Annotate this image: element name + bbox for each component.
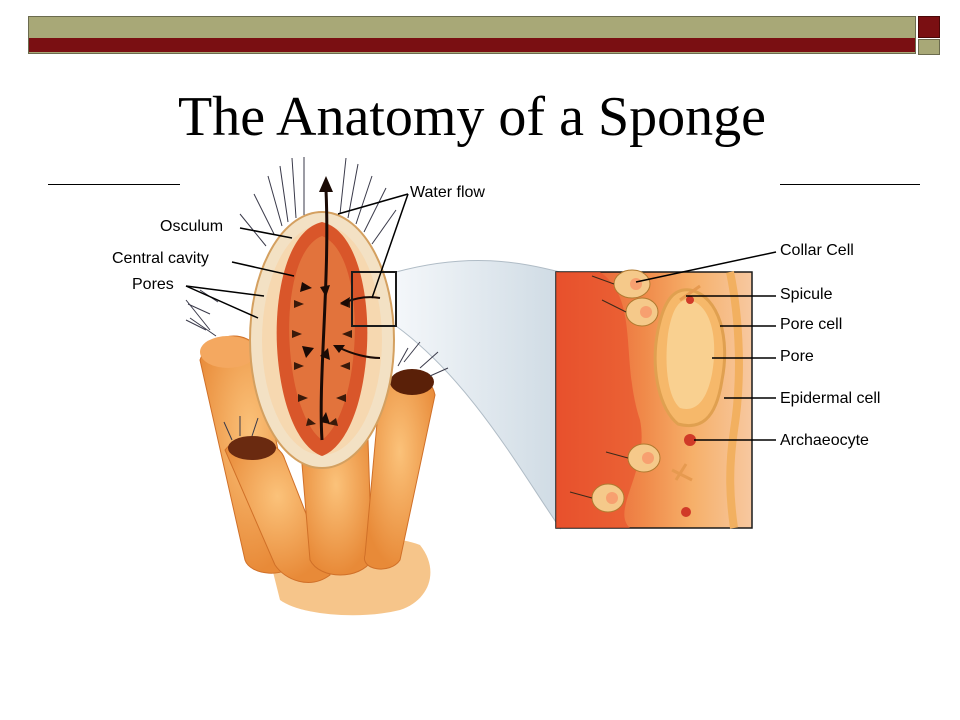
label-osculum: Osculum	[160, 218, 224, 235]
label-pores: Pores	[132, 276, 174, 293]
osculum-hairs	[185, 157, 449, 441]
right-rule	[780, 184, 920, 185]
leader-lines	[185, 193, 777, 441]
zoom-box	[351, 271, 397, 327]
main-sponge	[249, 176, 395, 469]
label-water-flow: Water flow	[410, 184, 485, 201]
label-pore-cell: Pore cell	[780, 316, 843, 333]
label-epidermal-cell: Epidermal cell	[780, 390, 881, 407]
header-stripe	[29, 38, 915, 52]
corner-square	[918, 16, 940, 38]
label-archaeocyte: Archaeocyte	[780, 432, 869, 449]
label-pore: Pore	[780, 348, 814, 365]
label-central-cavity: Central cavity	[112, 250, 209, 267]
label-collar-cell: Collar Cell	[780, 242, 854, 259]
left-rule	[48, 184, 180, 185]
header-bar	[28, 16, 916, 54]
corner-square-lower	[918, 39, 940, 55]
slide-title: The Anatomy of a Sponge	[178, 86, 766, 148]
cell-panel	[555, 269, 753, 529]
label-spicule: Spicule	[780, 286, 833, 303]
right-tube	[364, 369, 436, 570]
